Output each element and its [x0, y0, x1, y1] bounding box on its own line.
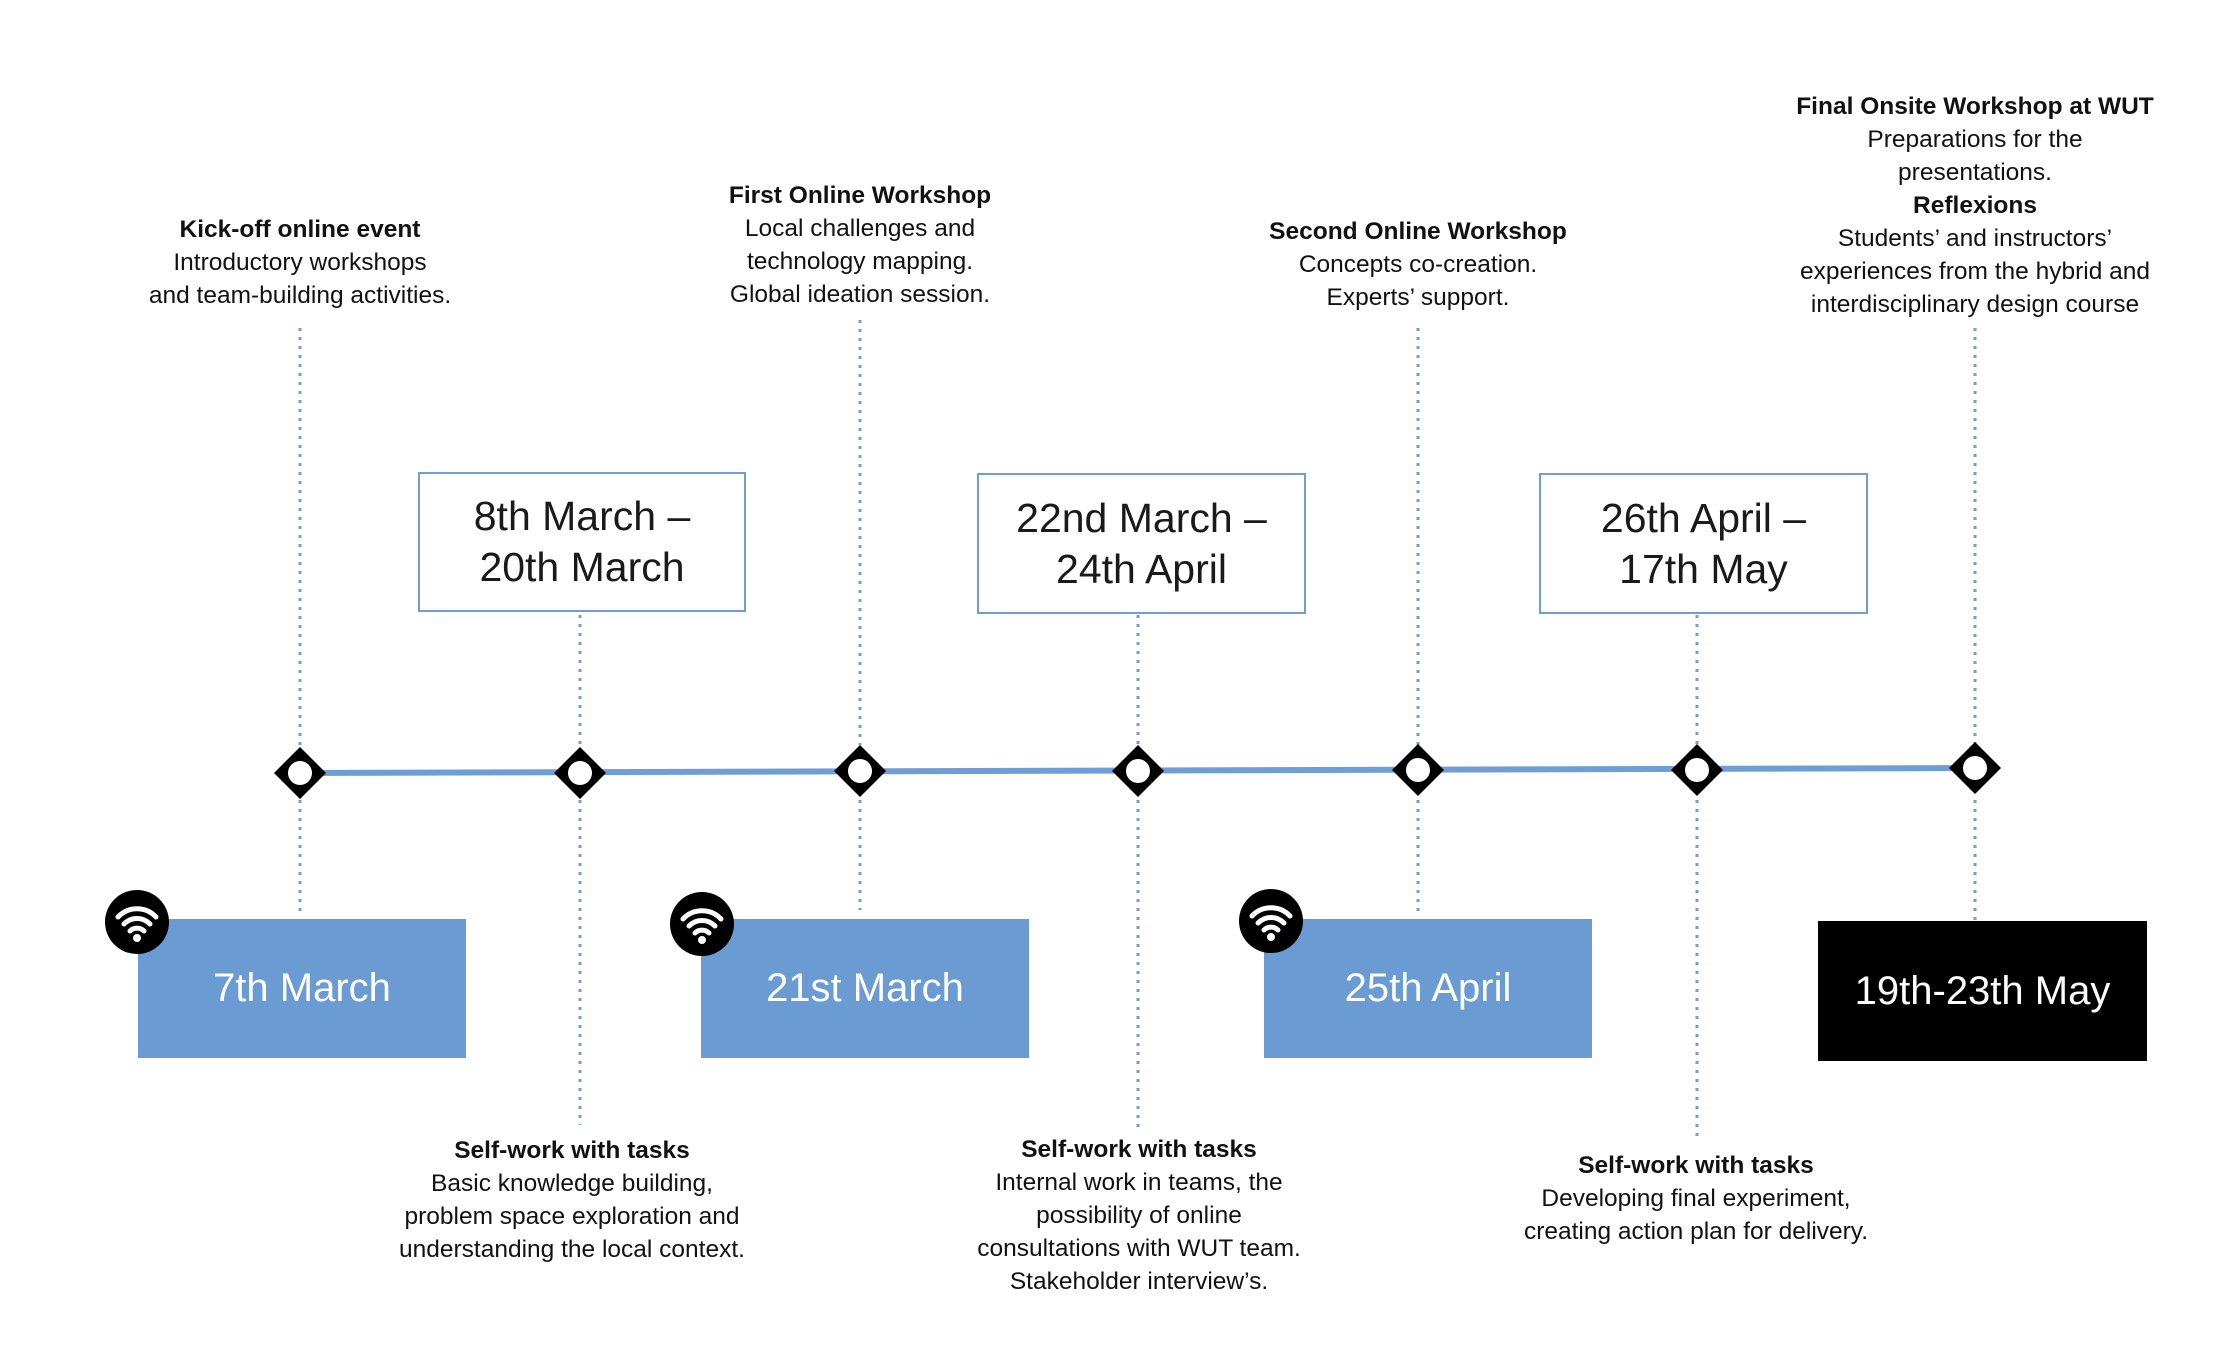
milestone-text-line: Concepts co-creation. — [1298, 251, 1538, 278]
period-description: Self-work with tasks Internal work in te… — [939, 1133, 1339, 1298]
milestone-text-line: presentations. — [1898, 159, 2052, 186]
milestone-workshop1-description: First Online Workshop Local challenges a… — [660, 179, 1060, 311]
milestone-kickoff-description: Kick-off online event Introductory works… — [100, 213, 500, 312]
milestone-date-box: 25th April — [1264, 919, 1592, 1058]
milestone-final-description: Final Onsite Workshop at WUT Preparation… — [1775, 90, 2175, 321]
milestone-text-line: Introductory workshops — [173, 249, 427, 276]
period-title: Self-work with tasks — [1578, 1152, 1814, 1179]
period-title: Self-work with tasks — [1021, 1136, 1257, 1163]
milestone-text-line: Global ideation session. — [729, 281, 991, 308]
wifi-icon — [105, 890, 169, 954]
milestone-text-line: Preparations for the — [1867, 126, 2083, 153]
wifi-icon — [670, 892, 734, 956]
milestone-title: First Online Workshop — [728, 182, 992, 209]
milestone-date-box: 19th-23th May — [1818, 921, 2147, 1061]
milestone-text-line: Local challenges and — [744, 215, 976, 242]
milestone-text-line: Experts’ support. — [1326, 284, 1510, 311]
period-description: Self-work with tasks Basic knowledge bui… — [372, 1134, 772, 1266]
milestone-date: 25th April — [1344, 966, 1512, 1010]
milestone-date: 21st March — [766, 966, 964, 1010]
timeline-node — [834, 745, 886, 797]
period-range-line: 26th April – — [1600, 494, 1807, 541]
milestone-workshop2-description: Second Online Workshop Concepts co-creat… — [1218, 215, 1618, 314]
period-text-line: problem space exploration and — [404, 1203, 740, 1230]
milestone-text-line: experiences from the hybrid and — [1800, 258, 2150, 285]
wifi-icon — [1239, 889, 1303, 953]
period-description: Self-work with tasks Developing final ex… — [1496, 1149, 1896, 1248]
milestone-text-line: technology mapping. — [746, 248, 974, 275]
milestone-date: 7th March — [213, 966, 391, 1010]
timeline-node — [1949, 742, 2001, 794]
milestone-title: Kick-off online event — [179, 216, 421, 243]
period-range-box: 22nd March – 24th April — [977, 473, 1306, 614]
milestone-text-line: Students’ and instructors’ — [1837, 225, 2113, 252]
timeline-node — [554, 747, 606, 799]
period-text-line: understanding the local context. — [399, 1236, 745, 1263]
timeline-node — [274, 747, 326, 799]
period-range-line: 17th May — [1619, 545, 1788, 592]
period-range-line: 24th April — [1056, 545, 1227, 592]
milestone-title: Final Onsite Workshop at WUT — [1796, 93, 2154, 120]
period-text-line: Basic knowledge building, — [431, 1170, 713, 1197]
milestone-subtitle: Reflexions — [1913, 192, 2037, 219]
milestone-date-box: 21st March — [701, 919, 1029, 1058]
period-text-line: Internal work in teams, the — [995, 1169, 1283, 1196]
period-range-box: 8th March – 20th March — [418, 472, 746, 612]
milestone-text-line: interdisciplinary design course — [1810, 291, 2140, 318]
period-text-line: possibility of online — [1036, 1202, 1242, 1229]
period-text-line: Stakeholder interview’s. — [1009, 1268, 1269, 1295]
period-text-line: creating action plan for delivery. — [1523, 1218, 1869, 1245]
milestone-date-box: 7th March — [138, 919, 466, 1058]
milestone-date: 19th-23th May — [1854, 968, 2111, 1013]
timeline-node — [1392, 744, 1444, 796]
period-range-box: 26th April – 17th May — [1539, 473, 1868, 614]
period-text-line: Developing final experiment, — [1541, 1185, 1851, 1212]
milestone-title: Second Online Workshop — [1269, 218, 1567, 245]
timeline-nodes — [274, 742, 2001, 799]
period-title: Self-work with tasks — [454, 1137, 690, 1164]
period-range-line: 22nd March – — [1016, 494, 1267, 541]
milestone-text-line: and team-building activities. — [148, 282, 452, 309]
period-text-line: consultations with WUT team. — [977, 1235, 1301, 1262]
period-range-line: 20th March — [479, 544, 685, 590]
timeline-node — [1671, 744, 1723, 796]
period-range-line: 8th March – — [473, 493, 691, 539]
timeline-node — [1112, 745, 1164, 797]
